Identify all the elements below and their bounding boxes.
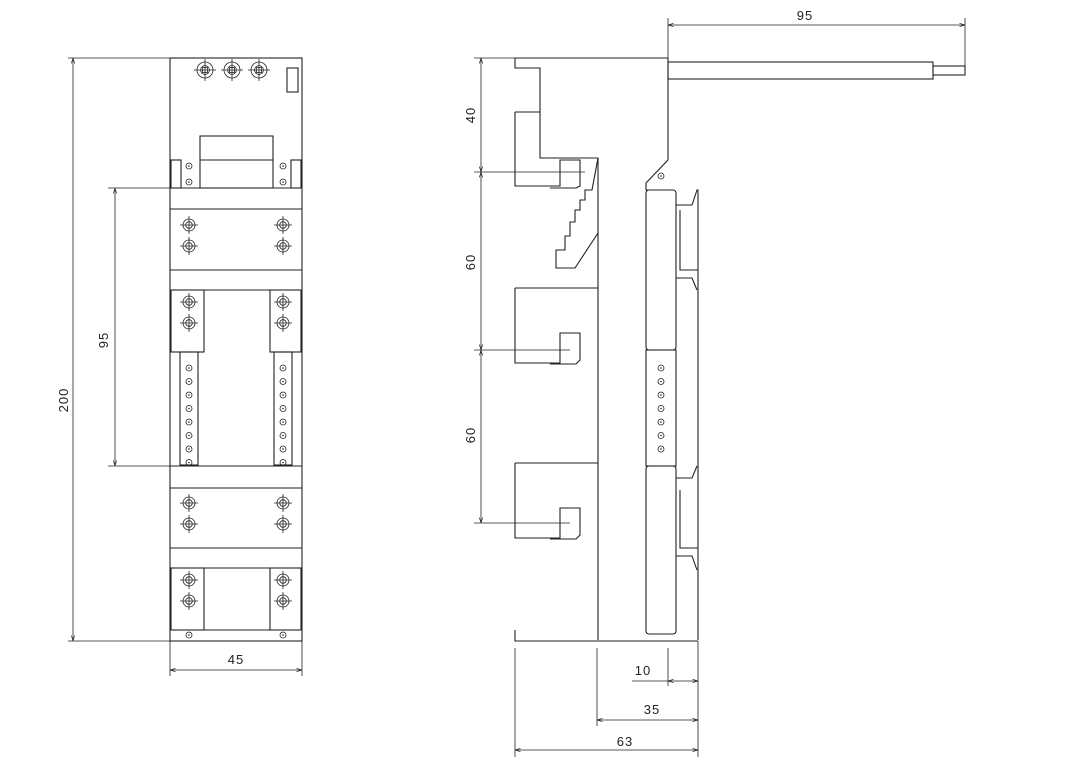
screw-icon (180, 592, 198, 610)
dim-label-35: 35 (644, 702, 660, 717)
terminal-icon (657, 172, 665, 180)
terminal-icon (279, 178, 287, 186)
terminal-icon (279, 162, 287, 170)
dim-label-63: 63 (617, 734, 633, 749)
screw-icon (274, 314, 292, 332)
terminal-icon (185, 405, 193, 412)
side-view (514, 57, 966, 642)
screw-icon (180, 293, 198, 311)
terminal-icon (185, 631, 193, 639)
terminal-strip-right (273, 351, 293, 466)
terminal-icon (279, 432, 287, 439)
terminal-icon (185, 459, 193, 466)
screw-icon (274, 237, 292, 255)
label-plate (199, 135, 274, 189)
dimension-45: 45 (169, 641, 303, 676)
screw-icon (180, 216, 198, 234)
terminal-icon (279, 418, 287, 426)
terminal-icon (185, 445, 193, 453)
cable (667, 61, 934, 80)
terminal-icon (185, 432, 193, 439)
terminal-icon (279, 445, 287, 453)
dimension-95-front: 95 (96, 187, 170, 467)
terminal-icon (279, 405, 287, 412)
screw-icon (274, 571, 292, 589)
screw-icon (180, 314, 198, 332)
terminal-icon (279, 459, 287, 466)
screw-icon (221, 59, 243, 81)
screw-icon (180, 515, 198, 533)
screw-icon (180, 494, 198, 512)
screw-icon (248, 59, 270, 81)
dim-label-200: 200 (56, 388, 71, 413)
screw-icon (274, 293, 292, 311)
terminal-icon (185, 418, 193, 426)
dim-label-40: 40 (463, 107, 478, 123)
screw-icon (180, 237, 198, 255)
screw-icon (274, 494, 292, 512)
terminal-icon (657, 378, 665, 385)
dimension-95-cable: 95 (667, 8, 966, 66)
dimension-200: 200 (56, 57, 170, 642)
dim-label-95-cable: 95 (797, 8, 813, 23)
screw-icon (274, 515, 292, 533)
dim-label-60-b: 60 (463, 427, 478, 443)
terminal-strip-left (179, 351, 199, 466)
dim-label-95-front: 95 (96, 332, 111, 348)
terminal-icon (657, 405, 665, 412)
terminal-icon (657, 432, 665, 439)
terminal-icon (657, 445, 665, 453)
terminal-icon (185, 391, 193, 399)
terminal-icon (657, 364, 665, 372)
screw-icon (274, 592, 292, 610)
screw-icon (194, 59, 216, 81)
terminal-icon (185, 162, 193, 170)
screw-icon (274, 216, 292, 234)
terminal-icon (279, 631, 287, 639)
screw-icon (180, 571, 198, 589)
terminal-icon (185, 178, 193, 186)
terminal-icon (279, 364, 287, 372)
terminal-icon (279, 391, 287, 399)
terminal-icon (185, 364, 193, 372)
front-view (169, 57, 303, 642)
screw-icons (180, 59, 292, 639)
terminal-icon (657, 391, 665, 399)
dim-label-45: 45 (228, 652, 244, 667)
dimension-side-horizontal: 10 35 63 (514, 641, 699, 757)
dim-label-60-a: 60 (463, 254, 478, 270)
terminal-icon (657, 418, 665, 426)
dimension-side-vertical: 40 60 60 (463, 57, 585, 524)
status-window (286, 67, 299, 93)
terminal-icon (185, 378, 193, 385)
terminal-icon (279, 378, 287, 385)
dim-label-10: 10 (635, 663, 651, 678)
